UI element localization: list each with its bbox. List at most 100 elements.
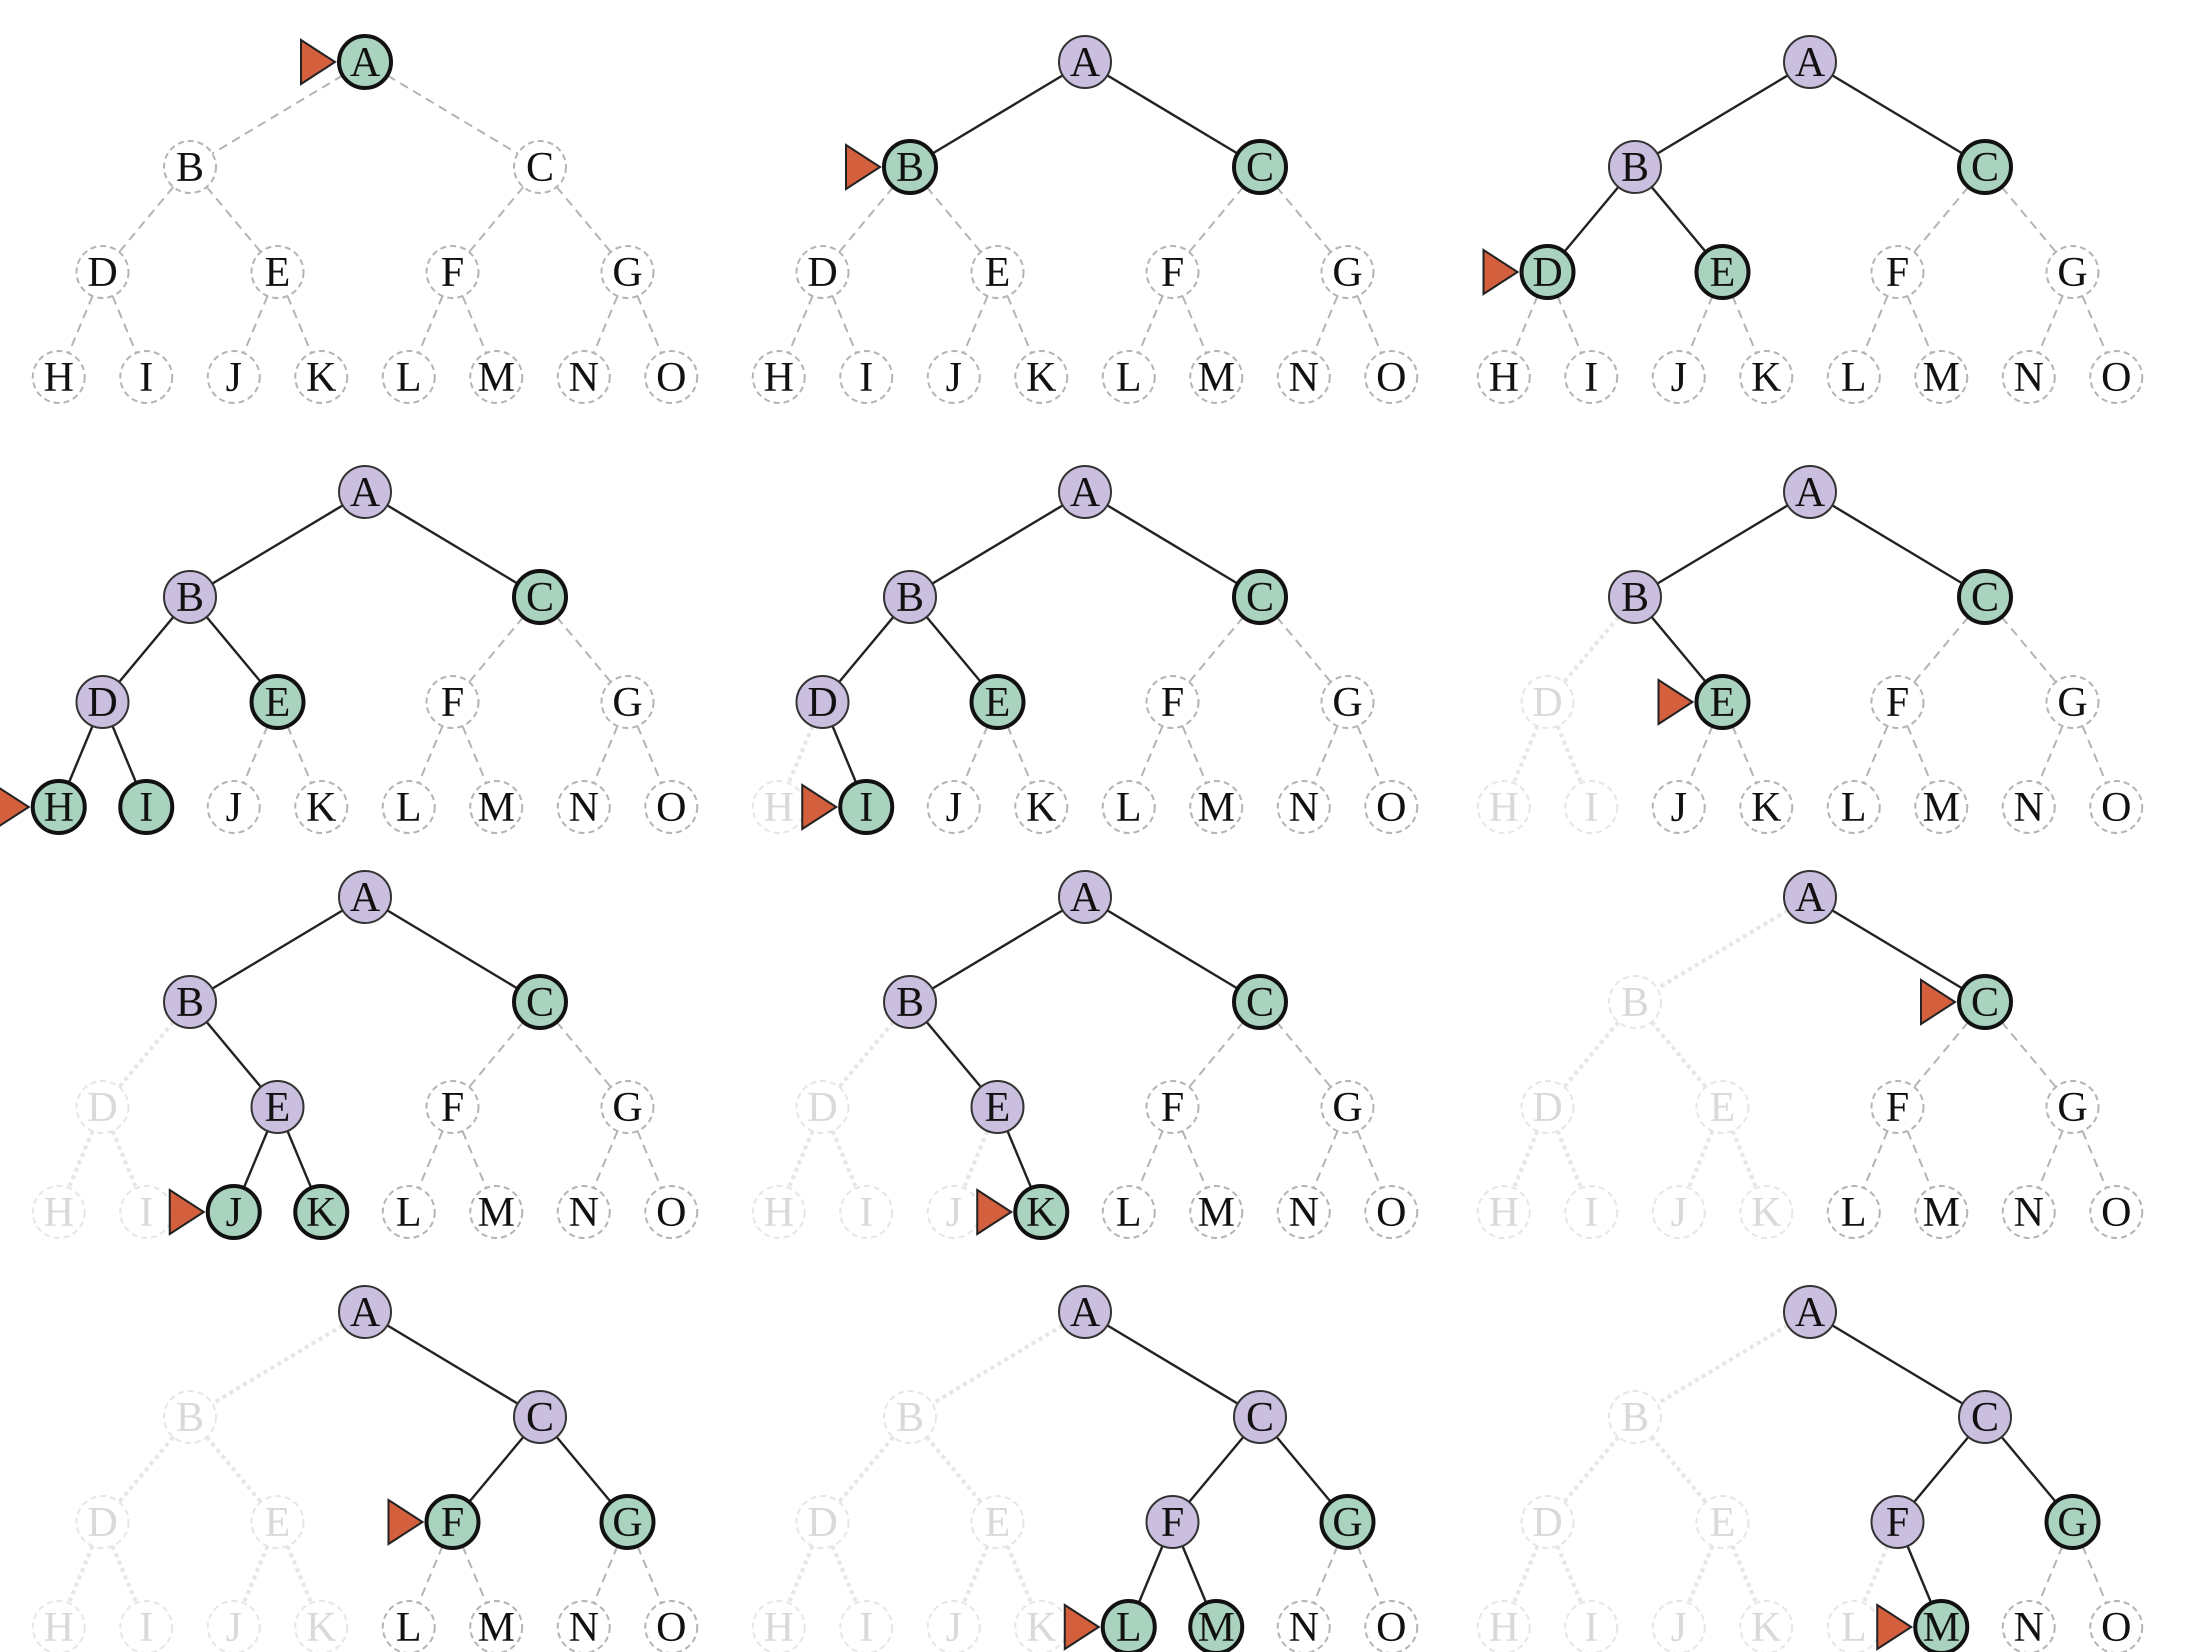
node-label: A — [1070, 40, 1101, 86]
node-F: F — [1145, 1080, 1200, 1134]
node-label: A — [1070, 470, 1101, 516]
edge-D-H — [66, 1130, 95, 1189]
edge-C-G — [1275, 1021, 1332, 1088]
edge-A-B — [931, 504, 1064, 585]
node-B: B — [882, 139, 938, 195]
edge-E-J — [962, 295, 989, 354]
edge-B-D — [1563, 186, 1620, 253]
edge-E-K — [1731, 295, 1758, 354]
node-O: O — [2089, 1185, 2144, 1239]
node-label: N — [1289, 1605, 1319, 1651]
node-label: B — [896, 145, 924, 191]
node-L: L — [381, 780, 436, 834]
edge-A-C — [1106, 74, 1239, 155]
node-label: D — [807, 680, 837, 726]
edge-C-G — [555, 1436, 612, 1503]
node-E: E — [970, 245, 1025, 299]
node-circle — [970, 1080, 1025, 1134]
edge-D-I — [831, 295, 858, 354]
node-label: J — [226, 1605, 242, 1651]
node-label: L — [1841, 1190, 1867, 1236]
node-C: C — [1232, 569, 1288, 625]
node-M: M — [1189, 780, 1244, 834]
node-C: C — [512, 569, 568, 625]
node-M: M — [469, 780, 524, 834]
edge-D-H — [1511, 1545, 1540, 1604]
node-circle — [1101, 780, 1156, 834]
node-H: H — [31, 1600, 86, 1652]
node-label: H — [764, 785, 794, 831]
node-circle — [1564, 1600, 1619, 1652]
node-G: G — [1320, 245, 1375, 299]
node-circle — [1651, 1600, 1706, 1652]
node-label: N — [569, 1605, 599, 1651]
node-K: K — [1739, 780, 1794, 834]
node-H: H — [751, 1600, 806, 1652]
edge-F-M — [1906, 1130, 1933, 1189]
node-G: G — [2045, 1080, 2100, 1134]
node-B: B — [1608, 140, 1662, 194]
edge-B-D — [837, 1020, 895, 1089]
edge-E-J — [242, 295, 269, 354]
node-label: M — [1923, 1605, 1960, 1651]
node-D: D — [795, 1080, 850, 1134]
node-I: I — [839, 1185, 894, 1239]
edge-E-J — [242, 1130, 269, 1189]
node-A: A — [338, 465, 392, 519]
node-circle — [751, 1600, 806, 1652]
node-circle — [556, 1600, 611, 1652]
node-circle — [1739, 350, 1794, 404]
edge-E-K — [285, 1545, 314, 1604]
node-label: K — [1026, 785, 1056, 831]
node-circle — [1826, 780, 1881, 834]
node-C: C — [513, 140, 567, 194]
node-C: C — [513, 1390, 567, 1444]
node-L: L — [1826, 1600, 1881, 1652]
node-K: K — [1739, 1185, 1794, 1239]
edge-E-K — [286, 725, 313, 784]
edge-G-O — [636, 1130, 663, 1189]
node-label: A — [1070, 875, 1101, 921]
node-circle — [1870, 675, 1925, 729]
node-label: E — [1710, 1085, 1736, 1131]
edge-C-G — [2000, 186, 2057, 253]
node-label: L — [1116, 1605, 1142, 1651]
node-circle — [839, 350, 894, 404]
node-H: H — [30, 779, 87, 835]
node-label: N — [2014, 1605, 2044, 1651]
node-circle — [600, 1080, 655, 1134]
node-K: K — [1739, 1600, 1794, 1652]
node-N: N — [556, 1185, 611, 1239]
node-label: F — [1161, 1500, 1184, 1546]
node-J: J — [926, 1600, 981, 1652]
node-label: A — [1795, 40, 1826, 86]
node-N: N — [2001, 1185, 2056, 1239]
node-label: B — [896, 575, 924, 621]
node-N: N — [1276, 1185, 1331, 1239]
node-circle — [1145, 675, 1200, 729]
node-label: I — [1584, 785, 1598, 831]
node-circle — [294, 780, 349, 834]
edge-C-G — [2000, 1021, 2057, 1088]
node-circle — [1783, 1285, 1837, 1339]
node-label: J — [946, 1190, 962, 1236]
edge-F-M — [1906, 725, 1933, 784]
node-circle — [1058, 1285, 1112, 1339]
node-circle — [1364, 1600, 1419, 1652]
node-M: M — [469, 350, 524, 404]
node-circle — [205, 1184, 262, 1240]
edge-F-M — [461, 295, 488, 354]
node-circle — [1608, 1390, 1662, 1444]
node-circle — [926, 780, 981, 834]
node-K: K — [293, 1184, 350, 1240]
edge-F-L — [1861, 1545, 1890, 1604]
node-circle — [2089, 780, 2144, 834]
node-circle — [600, 245, 655, 299]
node-G: G — [1320, 1080, 1375, 1134]
node-label: I — [139, 785, 153, 831]
edge-B-E — [925, 1435, 983, 1504]
node-label: E — [1710, 1500, 1736, 1546]
node-circle — [1870, 1080, 1925, 1134]
node-label: B — [1621, 1395, 1649, 1441]
